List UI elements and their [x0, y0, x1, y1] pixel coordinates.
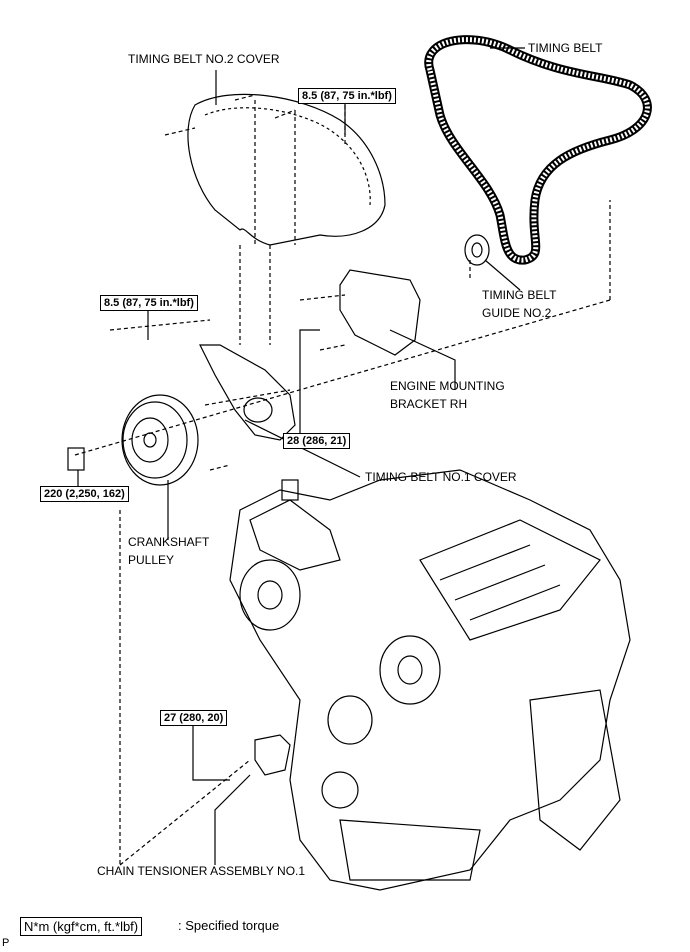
label-timing-belt-guide-line1: TIMING BELT — [482, 288, 557, 302]
legend-text: : Specified torque — [178, 918, 280, 933]
label-timing-belt-guide-line2: GUIDE NO.2 — [482, 306, 552, 320]
torque-cover2-bolt: 8.5 (87, 75 in.*lbf) — [298, 88, 396, 104]
label-timing-belt-no2-cover: TIMING BELT NO.2 COVER — [128, 52, 280, 66]
label-chain-tensioner: CHAIN TENSIONER ASSEMBLY NO.1 — [97, 864, 306, 878]
torque-cover1-bolt: 8.5 (87, 75 in.*lbf) — [100, 295, 198, 311]
timing-belt-no1-cover — [199, 344, 296, 441]
timing-belt — [424, 35, 652, 265]
engine-assembly — [229, 469, 631, 891]
label-engine-mounting-bracket-line1: ENGINE MOUNTING — [390, 379, 505, 393]
chain-tensioner — [254, 734, 291, 776]
timing-belt-guide — [464, 234, 490, 266]
label-crankshaft-pulley-line2: PULLEY — [128, 553, 175, 567]
label-crankshaft-pulley-line1: CRANKSHAFT — [128, 535, 210, 549]
timing-belt-no2-cover — [187, 93, 386, 246]
torque-bracket-bolt: 28 (286, 21) — [283, 433, 351, 449]
legend-unit-box: N*m (kgf*cm, ft.*lbf) — [20, 917, 143, 936]
label-timing-belt: TIMING BELT — [528, 41, 603, 55]
torque-tensioner-bolt: 27 (280, 20) — [160, 710, 228, 726]
crankshaft-pulley — [121, 394, 199, 486]
corner-mark: P — [2, 937, 10, 949]
label-engine-mounting-bracket-line2: BRACKET RH — [390, 397, 468, 411]
torque-pulley-bolt: 220 (2,250, 162) — [40, 486, 129, 502]
leader-lines — [77, 47, 525, 865]
label-timing-belt-no1-cover: TIMING BELT NO.1 COVER — [365, 470, 517, 484]
engine-mounting-bracket — [339, 269, 421, 356]
bolts — [74, 94, 611, 866]
